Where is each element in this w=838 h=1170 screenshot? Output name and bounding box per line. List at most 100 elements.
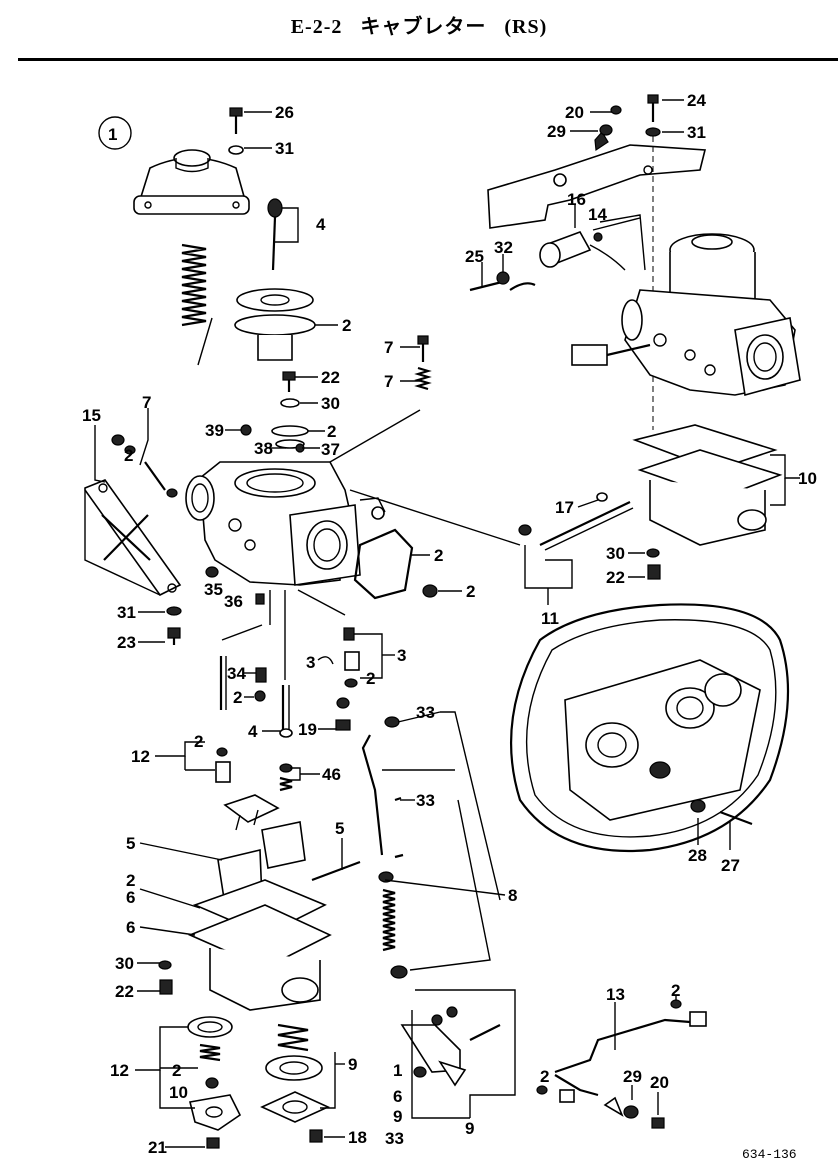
callout-6: 6 [393, 1087, 402, 1106]
callout-1: 1 [393, 1061, 402, 1080]
callout-31: 31 [687, 123, 706, 142]
callout-14: 14 [588, 205, 607, 224]
callout-18: 18 [348, 1128, 367, 1147]
callout-31: 31 [117, 603, 136, 622]
shaft-part [518, 492, 634, 551]
callout-13: 13 [606, 985, 625, 1004]
callout-38: 38 [254, 439, 273, 458]
callout-11: 11 [541, 609, 559, 628]
callout-27: 27 [721, 856, 740, 875]
callout-26: 26 [275, 103, 294, 122]
linkage-part [400, 1006, 501, 1087]
callout-6: 6 [126, 888, 135, 907]
callout-24: 24 [687, 91, 706, 110]
callout-9: 9 [465, 1119, 474, 1138]
callout-2: 2 [124, 446, 133, 465]
callout-2: 2 [342, 316, 351, 335]
callout-22: 22 [321, 368, 340, 387]
callout-20: 20 [650, 1073, 669, 1092]
callout-2: 2 [327, 422, 336, 441]
title-code: E-2-2 [290, 16, 343, 38]
callout-32: 32 [494, 238, 513, 257]
throttle-rod-part [361, 716, 408, 979]
title-variant: (RS) [504, 16, 548, 38]
callout-30: 30 [115, 954, 134, 973]
callout-46: 46 [322, 765, 341, 784]
carburetor-body-part [185, 461, 386, 586]
jet-part [279, 590, 293, 738]
callout-2: 2 [540, 1067, 549, 1086]
callout-2: 2 [434, 546, 443, 565]
callout-21: 21 [148, 1138, 167, 1157]
small-parts-stack [240, 371, 309, 453]
float-bowl-right-part [632, 424, 783, 580]
callout-35: 35 [204, 580, 223, 599]
piston-part [234, 288, 316, 361]
callout-36: 36 [224, 592, 243, 611]
title-name: キャブレター [360, 16, 487, 38]
air-cleaner-gasket-part [509, 603, 790, 852]
callout-17: 17 [555, 498, 574, 517]
diagram-title: E-2-2 キャブレター (RS) [0, 10, 838, 39]
carburetor-installed-right [469, 94, 801, 430]
callout-33: 33 [416, 791, 435, 810]
diaphragm-right-part [260, 1023, 330, 1143]
group-marker: 1 [98, 116, 132, 150]
callout-37: 37 [321, 440, 340, 459]
callout-5: 5 [335, 819, 344, 838]
callout-2: 2 [126, 871, 135, 890]
group-marker-number: 1 [108, 125, 117, 144]
callout-labels: 26 31 4 2 7 7 22 30 2 37 38 39 15 7 2 2 … [82, 91, 817, 1157]
callout-2: 2 [671, 981, 680, 1000]
link-rod-part [536, 999, 707, 1129]
callout-7: 7 [384, 372, 393, 391]
callout-2: 2 [233, 688, 242, 707]
callout-16: 16 [567, 190, 586, 209]
callout-33: 33 [416, 703, 435, 722]
callout-2: 2 [194, 732, 203, 751]
callout-15: 15 [82, 406, 101, 425]
callout-34: 34 [227, 664, 246, 683]
callout-9: 9 [348, 1055, 357, 1074]
callout-7: 7 [384, 338, 393, 357]
needle-part [267, 198, 283, 271]
callout-12: 12 [110, 1061, 129, 1080]
screws-7-part [414, 335, 432, 391]
screw-part [228, 107, 244, 155]
callout-30: 30 [321, 394, 340, 413]
callout-7: 7 [142, 393, 151, 412]
callout-9: 9 [393, 1107, 402, 1126]
callout-29: 29 [547, 122, 566, 141]
callout-leaders [94, 99, 800, 1148]
callout-2: 2 [172, 1061, 181, 1080]
callout-31: 31 [275, 139, 294, 158]
callout-6: 6 [126, 918, 135, 937]
callout-19: 19 [298, 720, 317, 739]
callout-33: 33 [385, 1129, 404, 1148]
plate-part [84, 479, 182, 597]
callout-2: 2 [366, 669, 375, 688]
callout-3: 3 [397, 646, 406, 665]
flange-gasket-part [353, 528, 414, 600]
callout-30: 30 [606, 544, 625, 563]
callout-23: 23 [117, 633, 136, 652]
callout-25: 25 [465, 247, 484, 266]
carburetor-exploded-left [84, 107, 438, 792]
header-rule [18, 58, 838, 61]
callout-20: 20 [565, 103, 584, 122]
callout-10: 10 [798, 469, 817, 488]
callout-4: 4 [248, 722, 258, 741]
callout-29: 29 [623, 1067, 642, 1086]
callout-2: 2 [466, 582, 475, 601]
page-code: 634-136 [742, 1147, 797, 1162]
callout-28: 28 [688, 846, 707, 865]
rod-part [219, 590, 271, 710]
dome-cover-part [133, 149, 250, 215]
callout-10: 10 [169, 1083, 188, 1102]
callout-5: 5 [126, 834, 135, 853]
spring-part [181, 243, 207, 327]
callout-12: 12 [131, 747, 150, 766]
callout-22: 22 [606, 568, 625, 587]
float-bowl-assembly [158, 794, 361, 1011]
